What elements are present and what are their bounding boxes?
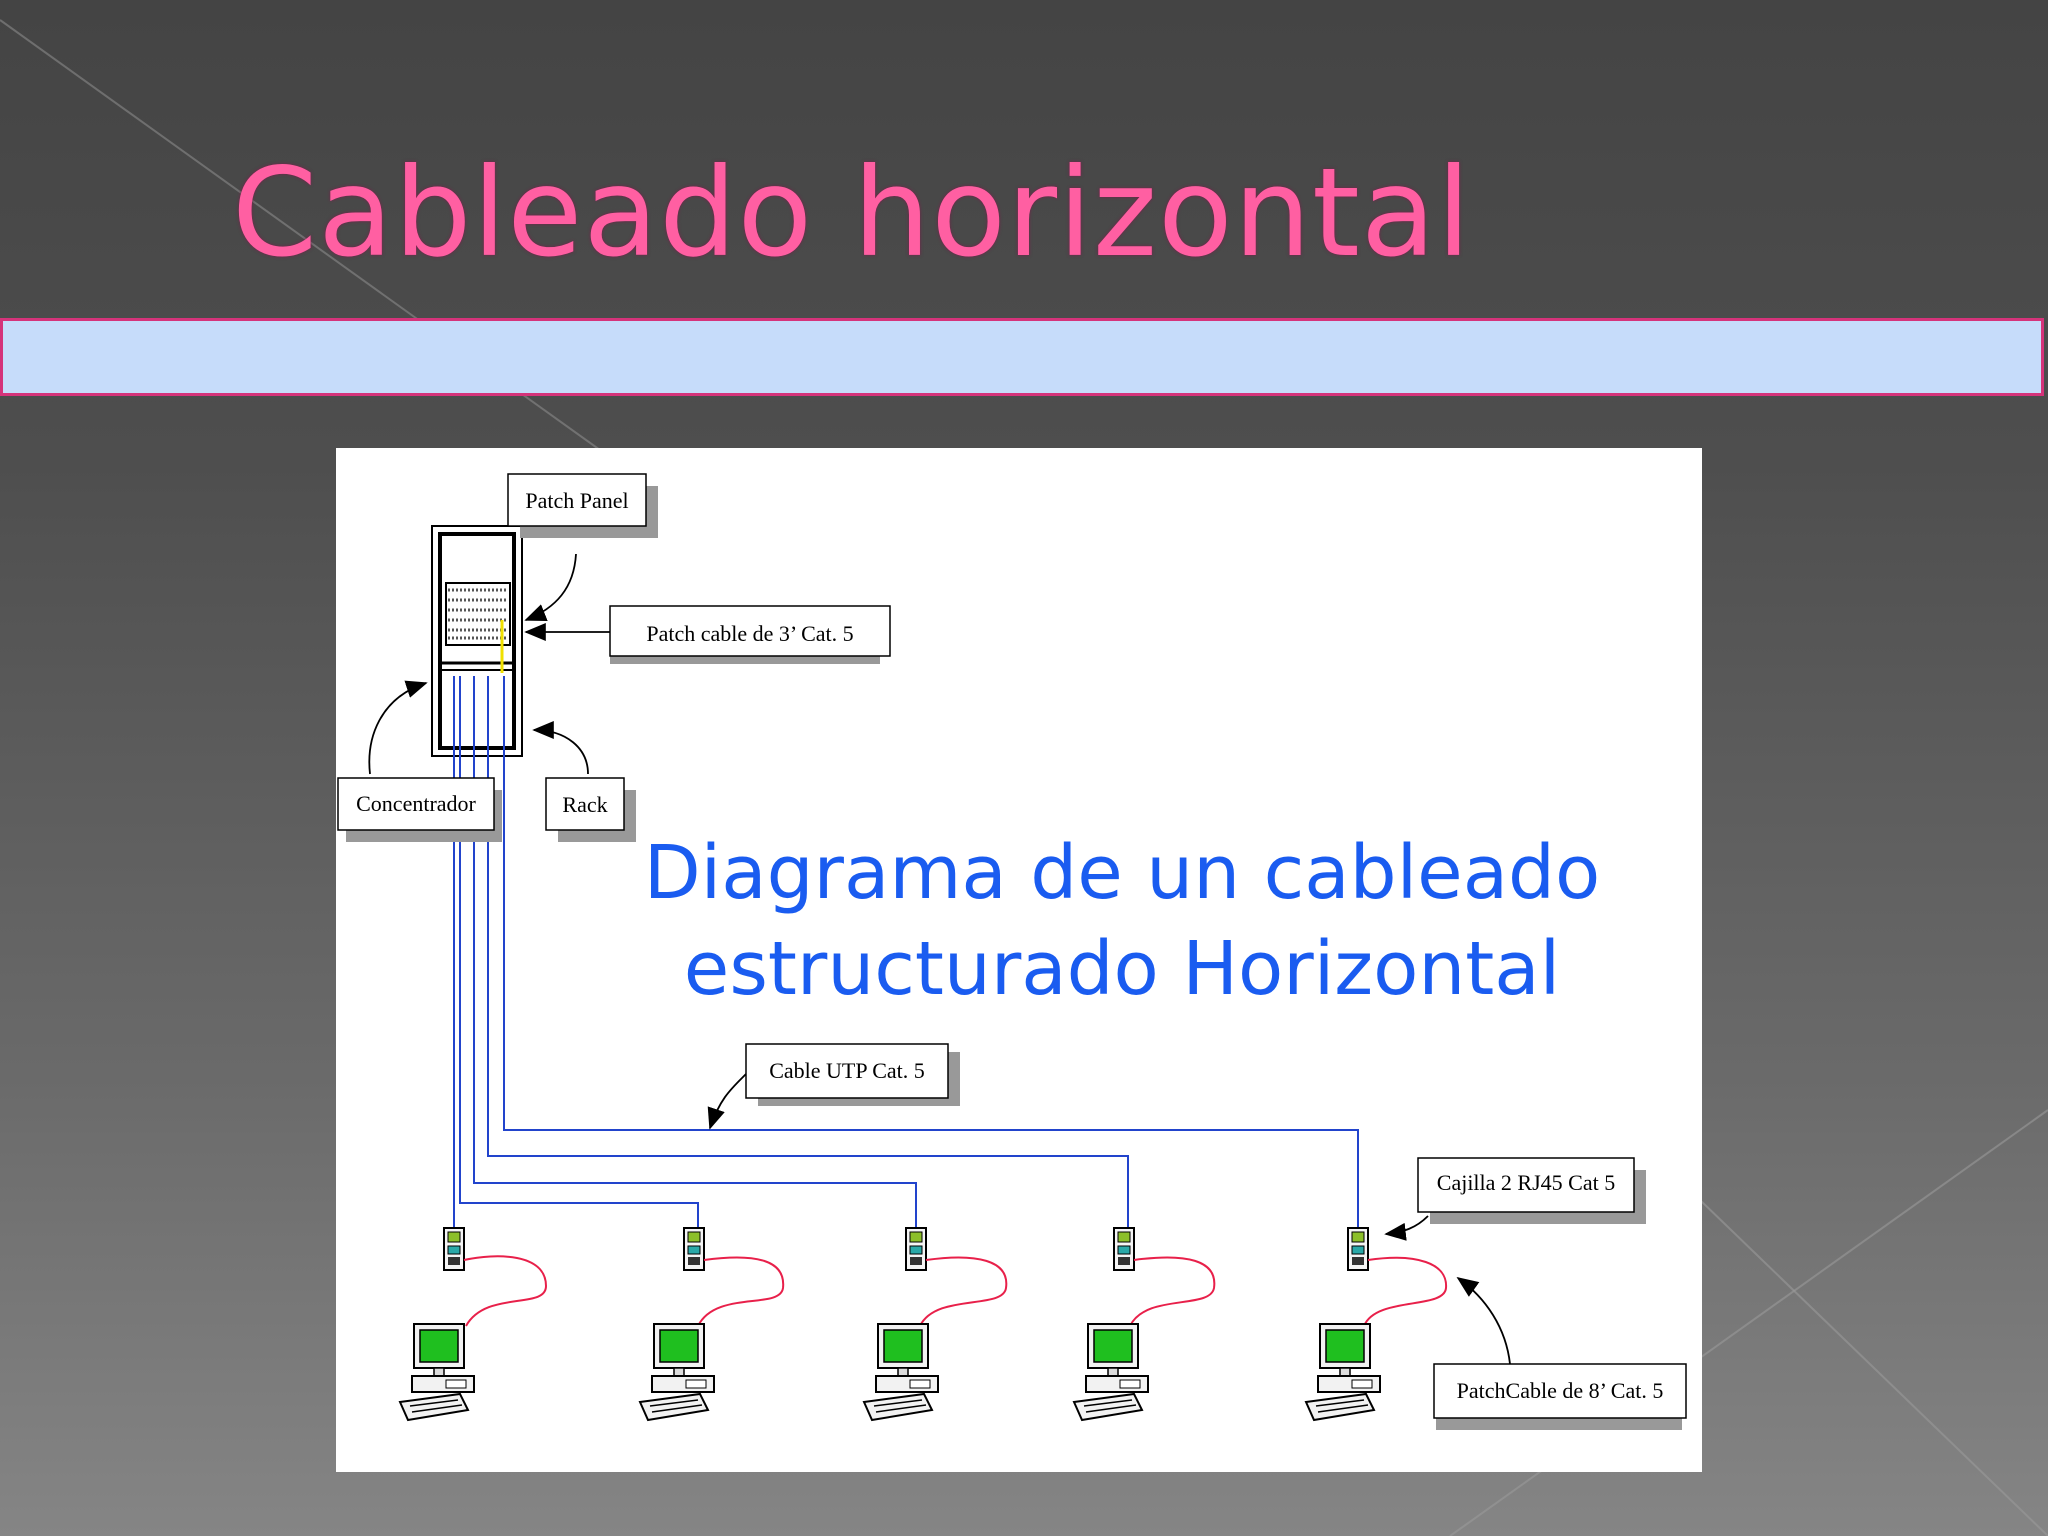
computer-icon [639,1323,715,1421]
svg-text:Cajilla 2 RJ45 Cat 5: Cajilla 2 RJ45 Cat 5 [1437,1170,1615,1195]
svg-text:Concentrador: Concentrador [356,791,476,816]
diagram-title-line2: estructurado Horizontal [684,926,1560,1012]
diagram-title-line1: Diagrama de un cableado [644,830,1601,916]
wall-outlet-icon [905,1227,927,1271]
svg-text:Patch Panel: Patch Panel [525,488,628,513]
label-patch-cable-3: Patch cable de 3’ Cat. 5 [609,605,891,664]
label-patch-panel: Patch Panel [507,473,658,538]
callout-arrows [368,553,1511,1365]
computer-icon [399,1323,475,1421]
computer-icon [1305,1323,1381,1421]
computer-icon [863,1323,939,1421]
utp-cables [452,676,1359,1240]
label-cajilla: Cajilla 2 RJ45 Cat 5 [1417,1157,1646,1224]
patch-cables [463,1255,1448,1327]
label-cable-utp: Cable UTP Cat. 5 [745,1043,960,1106]
horizontal-cabling-diagram: Patch Panel Patch cable de 3’ Cat. 5 Con… [336,448,1702,1472]
svg-text:PatchCable de 8’ Cat. 5: PatchCable de 8’ Cat. 5 [1457,1378,1664,1403]
svg-text:Rack: Rack [562,792,607,817]
computer-icon [1073,1323,1149,1421]
diagram-canvas: Patch Panel Patch cable de 3’ Cat. 5 Con… [337,473,1687,1430]
label-rack: Rack [545,777,636,842]
svg-text:Cable UTP Cat. 5: Cable UTP Cat. 5 [769,1058,925,1083]
label-patch-cable-8: PatchCable de 8’ Cat. 5 [1433,1363,1687,1430]
title-band [0,318,2044,396]
wall-outlet-icon [1113,1227,1135,1271]
wall-outlet-icon [1347,1227,1369,1271]
slide-title: Cableado horizontal [232,142,1472,284]
wall-outlet-icon [683,1227,705,1271]
label-concentrador: Concentrador [337,777,502,842]
wall-outlet-icon [443,1227,465,1271]
svg-text:Patch cable de 3’ Cat. 5: Patch cable de 3’ Cat. 5 [646,621,853,646]
rack-icon [431,525,523,757]
